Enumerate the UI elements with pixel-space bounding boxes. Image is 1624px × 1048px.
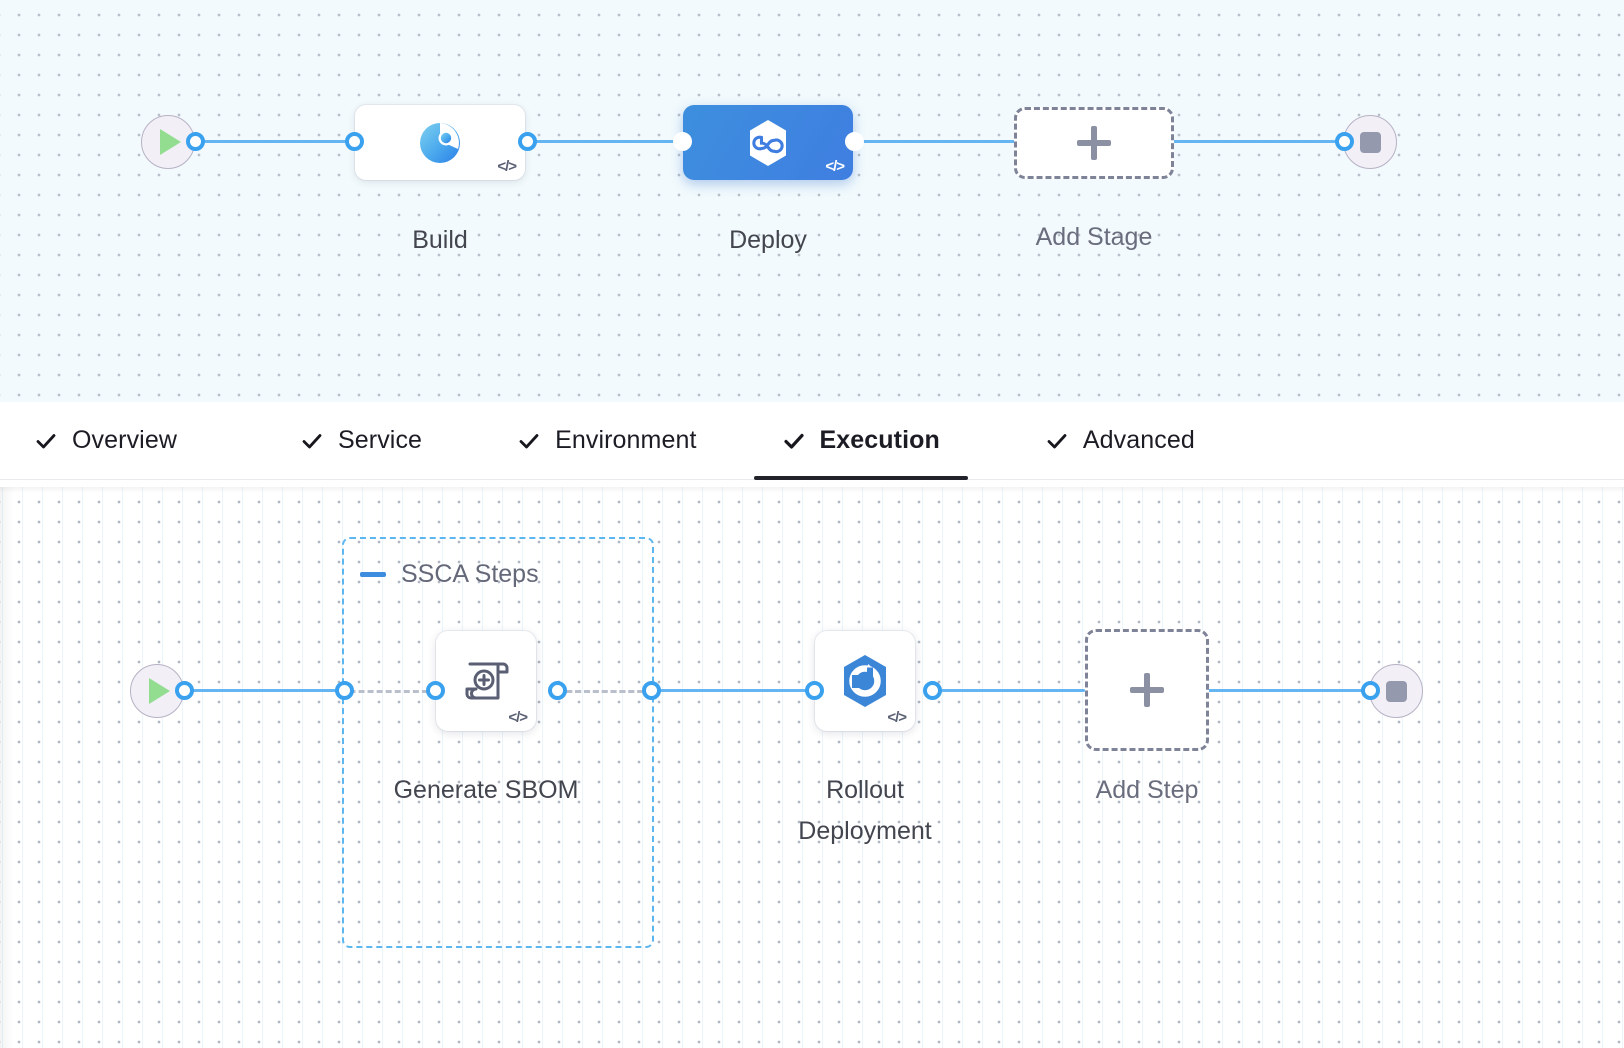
stage-canvas[interactable]: </> Build </> Deploy Add Stage (0, 0, 1624, 418)
tab-advanced[interactable]: Advanced (1045, 402, 1195, 480)
stage-card-build[interactable]: </> (355, 105, 525, 180)
stop-icon (1359, 131, 1381, 153)
step-card-generate-sbom[interactable]: </> (436, 631, 536, 731)
k8s-rollout-hexagon-icon (833, 649, 897, 713)
tab-label: Environment (555, 426, 697, 454)
step-port-rollout-out[interactable] (923, 681, 942, 700)
code-badge-icon: </> (497, 158, 517, 175)
step-group-ssca[interactable] (342, 537, 654, 948)
stage-label-build: Build (412, 226, 468, 254)
check-icon (1047, 433, 1067, 448)
add-stage-button[interactable] (1014, 107, 1174, 179)
stage-port-deploy-in[interactable] (673, 132, 692, 151)
step-edge-group-out-dashed (556, 690, 653, 693)
code-badge-icon: </> (887, 709, 907, 726)
check-icon (36, 433, 56, 448)
check-icon (783, 433, 804, 449)
step-label-rollout-line1: Rollout (826, 776, 904, 804)
step-card-rollout-deployment[interactable]: </> (815, 631, 915, 731)
step-edge-group-in-dashed (348, 690, 438, 693)
step-port-sbom-out[interactable] (548, 681, 567, 700)
stage-edge-addstage-end (1160, 140, 1360, 143)
check-icon (519, 433, 539, 448)
tab-label: Service (338, 426, 423, 454)
tab-label: Execution (819, 426, 940, 454)
minus-icon[interactable] (360, 572, 386, 577)
tab-service[interactable]: Service (300, 402, 422, 480)
step-edge-start-group (176, 689, 348, 692)
stage-port-deploy-out[interactable] (845, 132, 864, 151)
plus-icon (1130, 673, 1164, 707)
step-label-rollout-line2: Deployment (798, 817, 932, 845)
step-port-rollout-in[interactable] (805, 681, 824, 700)
step-start-node[interactable] (130, 664, 184, 718)
step-port-end-in[interactable] (1361, 681, 1380, 700)
step-canvas[interactable]: SSCA Steps (0, 487, 1624, 1048)
stage-edge-start-build (188, 140, 358, 143)
sbom-scroll-plus-icon (455, 650, 517, 712)
step-edge-addstep-end (1205, 689, 1375, 692)
tab-execution[interactable]: Execution (753, 402, 969, 480)
play-icon (149, 678, 170, 704)
stage-edge-deploy-addstage (846, 140, 1026, 143)
tab-environment[interactable]: Environment (517, 402, 696, 480)
step-group-header-ssca[interactable]: SSCA Steps (360, 560, 539, 589)
step-group-title: SSCA Steps (401, 560, 539, 588)
code-badge-icon: </> (825, 158, 845, 175)
stage-port-start-out[interactable] (186, 132, 205, 151)
step-port-sbom-in[interactable] (426, 681, 445, 700)
step-port-group-exit[interactable] (642, 681, 661, 700)
plus-icon (1077, 126, 1111, 160)
tab-label: Overview (72, 426, 177, 454)
stage-port-build-out[interactable] (518, 132, 537, 151)
stage-port-build-in[interactable] (345, 132, 364, 151)
check-icon (302, 433, 322, 448)
tab-label: Advanced (1082, 426, 1195, 454)
stage-port-end-in[interactable] (1335, 132, 1354, 151)
step-label-generate-sbom: Generate SBOM (393, 776, 579, 804)
step-port-group-entry[interactable] (335, 681, 354, 700)
step-edge-rollout-addstep (925, 689, 1085, 692)
step-edge-group-rollout (650, 689, 815, 692)
stage-config-tabs: Overview Service Environment Execution A… (0, 402, 1624, 480)
stage-label-deploy: Deploy (729, 226, 807, 254)
play-icon (160, 129, 181, 155)
stop-icon (1385, 680, 1407, 702)
add-step-button[interactable] (1085, 629, 1209, 751)
stage-edge-build-deploy (520, 140, 690, 143)
code-badge-icon: </> (508, 709, 528, 726)
harness-cd-hexagon-infinity-icon (741, 116, 795, 170)
harness-ci-build-icon (414, 117, 466, 169)
step-port-start-out[interactable] (175, 681, 194, 700)
tab-overview[interactable]: Overview (34, 402, 177, 480)
add-step-label: Add Step (1095, 776, 1199, 804)
stage-card-deploy[interactable]: </> (683, 105, 853, 180)
add-stage-label: Add Stage (1035, 223, 1153, 251)
